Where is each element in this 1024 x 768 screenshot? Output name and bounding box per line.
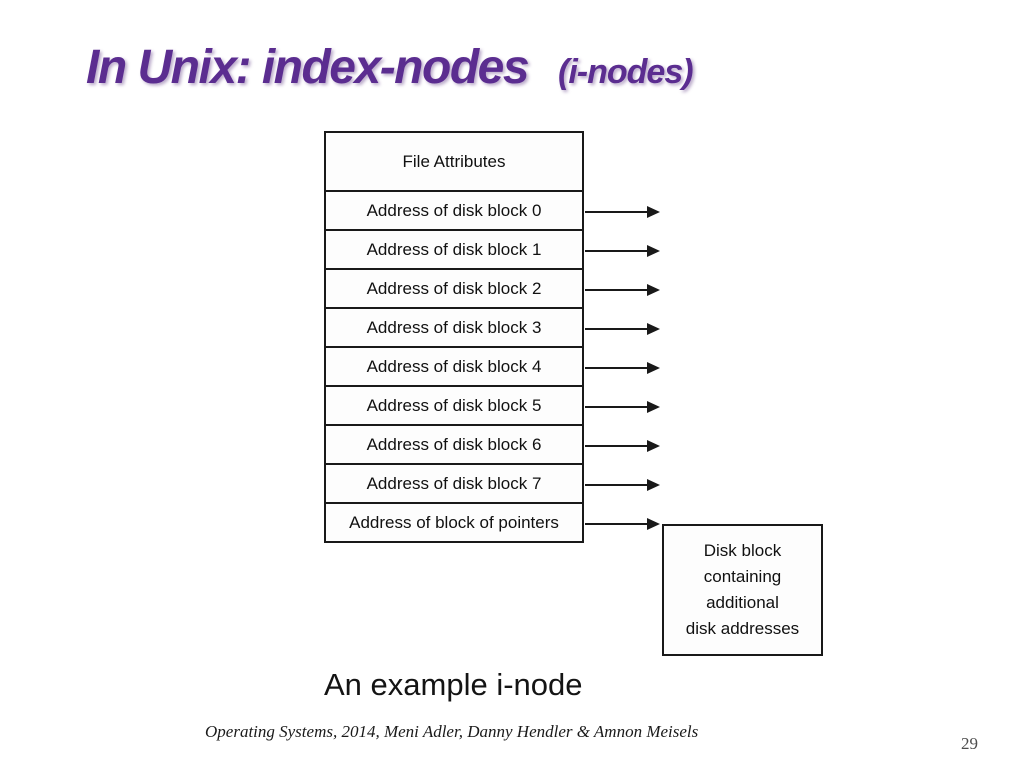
arrow-shaft: [585, 405, 649, 408]
right-arrow-icon: [585, 517, 660, 530]
title-sub: (i-nodes): [558, 53, 694, 91]
inode-row: Address of disk block 6: [326, 426, 582, 465]
footer-credit: Operating Systems, 2014, Meni Adler, Dan…: [205, 722, 699, 741]
title-main: In Unix: index-nodes: [86, 41, 530, 94]
arrow-shaft: [585, 288, 649, 291]
disk-block-label: Disk block containing additional disk ad…: [685, 541, 800, 638]
arrow-head: [647, 517, 660, 530]
arrow-head: [647, 322, 660, 335]
arrow-shaft: [585, 210, 649, 213]
inode-row: Address of disk block 1: [326, 231, 582, 270]
inode-row: Address of disk block 7: [326, 465, 582, 504]
arrow-shaft: [585, 327, 649, 330]
right-arrow-icon: [585, 478, 660, 491]
inode-row: Address of disk block 0: [326, 192, 582, 231]
inode-row: Address of disk block 3: [326, 309, 582, 348]
right-arrow-icon: [585, 439, 660, 452]
arrow-head: [647, 205, 660, 218]
caption: An example i-node: [324, 667, 583, 702]
page-number: 29: [961, 734, 978, 753]
right-arrow-icon: [585, 244, 660, 257]
arrow-head: [647, 439, 660, 452]
disk-block-box: Disk block containing additional disk ad…: [662, 524, 823, 656]
arrow-shaft: [585, 444, 649, 447]
slide-title: In Unix: index-nodes (i-nodes): [86, 41, 694, 94]
arrow-shaft: [585, 522, 649, 525]
arrow-head: [647, 244, 660, 257]
inode-row: Address of disk block 5: [326, 387, 582, 426]
right-arrow-icon: [585, 205, 660, 218]
arrow-shaft: [585, 249, 649, 252]
arrow-head: [647, 478, 660, 491]
right-arrow-icon: [585, 361, 660, 374]
inode-row: Address of disk block 2: [326, 270, 582, 309]
arrow-head: [647, 361, 660, 374]
right-arrow-icon: [585, 283, 660, 296]
file-attributes-cell: File Attributes: [326, 133, 582, 192]
arrow-shaft: [585, 483, 649, 486]
inode-row: Address of block of pointers: [326, 504, 582, 541]
arrow-head: [647, 400, 660, 413]
right-arrow-icon: [585, 322, 660, 335]
arrow-shaft: [585, 366, 649, 369]
inode-row: Address of disk block 4: [326, 348, 582, 387]
right-arrow-icon: [585, 400, 660, 413]
arrow-head: [647, 283, 660, 296]
